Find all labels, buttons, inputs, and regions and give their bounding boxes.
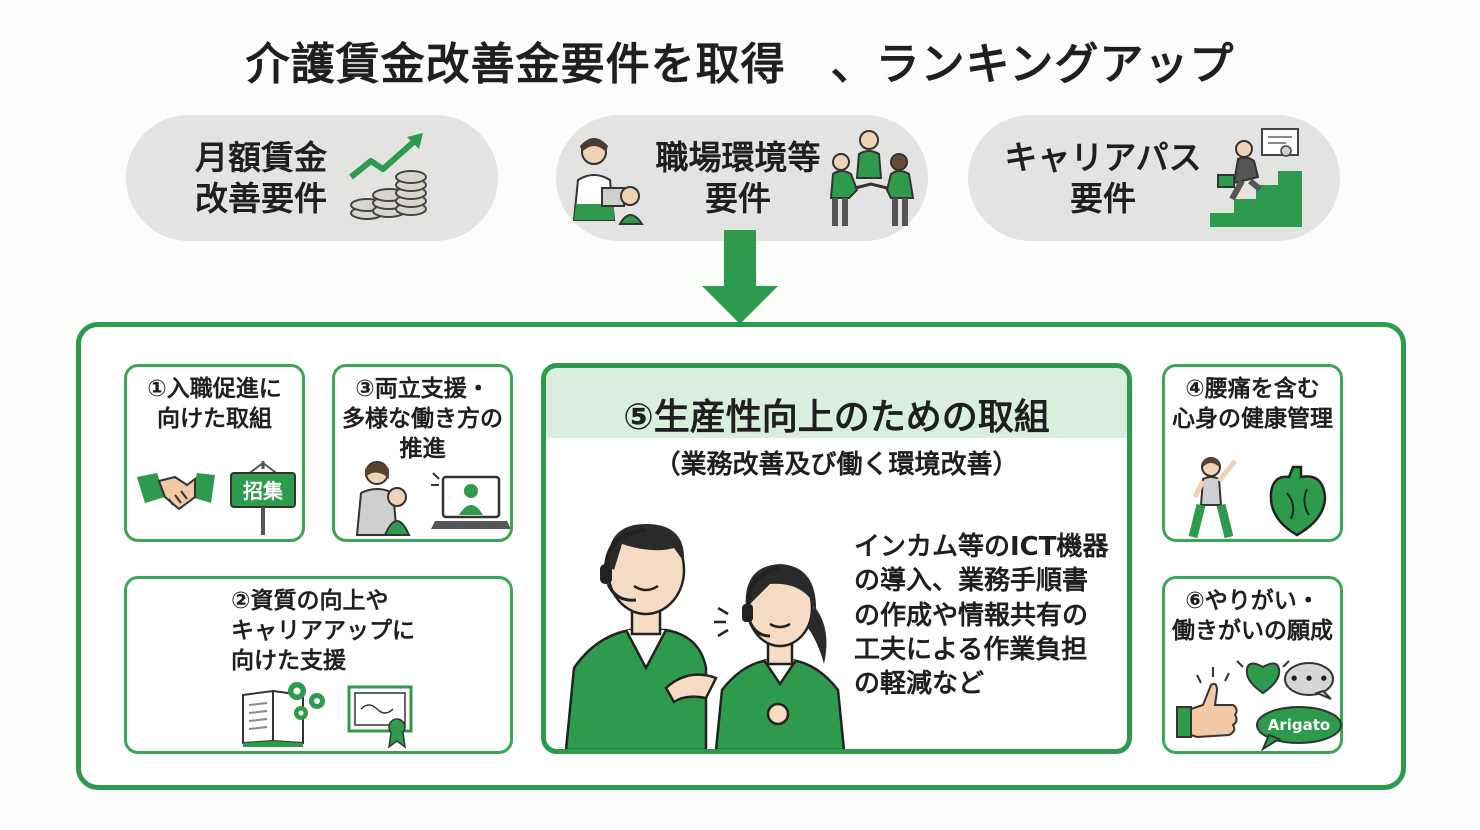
speech-bubble-icon: • • • xyxy=(1284,662,1334,700)
card-productivity-title: ⑤生産性向上のための取組 xyxy=(623,397,1050,438)
description-line: の軽減など xyxy=(854,669,985,700)
heart-organ-icon xyxy=(1269,465,1327,537)
recruit-sign-icon: 招集 xyxy=(230,461,296,535)
career-stairs-icon xyxy=(1209,128,1302,227)
card-health-management-title: ④腰痛を含む 心身の健康管理 xyxy=(1165,367,1340,435)
card-title-line: ③両立支援・ xyxy=(355,376,490,402)
card-title-line: ④腰痛を含む xyxy=(1185,376,1320,402)
card-title-line: ①入職促進に xyxy=(147,376,282,402)
requirement-pill-wage: 月額賃金 改善要件 xyxy=(126,115,498,241)
female-staff-icon xyxy=(714,564,846,749)
team-handshake-icon xyxy=(829,130,914,226)
coins-growth-icon xyxy=(349,133,427,220)
card-work-life-balance: ③両立支援・ 多様な働き方の 推進 xyxy=(332,364,513,542)
arigato-bubble-label: Arigato xyxy=(1268,716,1330,734)
requirement-line: 職場環境等 xyxy=(655,137,821,177)
description-line: 工夫による作業負担 xyxy=(854,634,1088,665)
description-line: の導入、業務手順書 xyxy=(854,566,1089,597)
handshake-sign-icon: 招集 xyxy=(137,461,296,535)
requirement-line: 改善要件 xyxy=(195,179,327,218)
card-job-satisfaction: ⑥やりがい・ 働きがいの願成 • • • Arigato xyxy=(1162,576,1343,754)
recruit-sign-label: 招集 xyxy=(243,479,284,503)
arigato-bubble-icon: Arigato xyxy=(1256,706,1342,751)
card-title-line: 向けた支援 xyxy=(231,647,346,674)
stretching-person-icon xyxy=(1188,457,1237,539)
requirement-pill-wage-label: 月額賃金 改善要件 xyxy=(195,137,327,220)
staff-headset-conversation-icon xyxy=(564,524,846,749)
speech-bubble-dots: • • • xyxy=(1289,670,1328,688)
book-gears-certificate-icon xyxy=(242,682,413,749)
certificate-icon xyxy=(347,685,413,749)
parent-child-icon xyxy=(355,461,411,536)
requirement-pill-career: キャリアパス 要件 xyxy=(968,115,1340,241)
parent-remote-work-icon xyxy=(355,461,511,536)
card-title-line: 多様な働き方の xyxy=(342,405,503,432)
card-title-line: 推進 xyxy=(399,435,446,462)
requirement-line: 要件 xyxy=(1070,179,1136,218)
card-productivity-subtitle: （業務改善及び働く環境改善） xyxy=(654,450,1019,480)
requirement-pill-workplace: 職場環境等 要件 xyxy=(556,115,928,241)
card-recruitment-title: ①入職促進に 向けた取組 xyxy=(127,367,302,435)
male-staff-icon xyxy=(564,524,718,749)
description-line: インカム等のICT機器 xyxy=(854,532,1109,562)
card-skill-development: ②資質の向上や キャリアアップに 向けた支援 xyxy=(124,576,513,754)
requirement-line: 月額賃金 xyxy=(195,137,327,177)
card-work-life-balance-title: ③両立支援・ 多様な働き方の 推進 xyxy=(335,367,510,465)
heart-icon xyxy=(1236,660,1290,695)
page-title: 介護賃金改善金要件を取得 、ランキングアップ xyxy=(245,39,1235,90)
card-productivity: ⑤生産性向上のための取組 （業務改善及び働く環境改善） xyxy=(541,363,1132,754)
caregiver-child-icon xyxy=(572,138,644,225)
card-skill-development-title: ②資質の向上や キャリアアップに 向けた支援 xyxy=(127,579,510,677)
card-recruitment: ①入職促進に 向けた取組 招集 xyxy=(124,364,305,542)
card-title-line: 働きがいの願成 xyxy=(1172,617,1333,644)
requirement-line: キャリアパス xyxy=(1004,137,1202,177)
laptop-video-icon xyxy=(431,472,511,529)
card-title-line: ⑥やりがい・ xyxy=(1185,588,1320,614)
card-title-line: ②資質の向上や xyxy=(231,588,389,614)
description-line: の作成や情報共有の xyxy=(854,600,1089,631)
down-arrow-icon xyxy=(702,230,778,324)
thumbs-up-icon xyxy=(1176,667,1238,739)
thumbs-heart-bubbles-icon: • • • Arigato xyxy=(1176,660,1342,751)
card-health-management: ④腰痛を含む 心身の健康管理 xyxy=(1162,364,1343,542)
card-title-line: 向けた取組 xyxy=(157,405,272,432)
requirement-line: 要件 xyxy=(705,179,771,218)
card-title-line: 心身の健康管理 xyxy=(1172,405,1333,432)
card-job-satisfaction-title: ⑥やりがい・ 働きがいの願成 xyxy=(1165,579,1340,647)
handshake-icon xyxy=(137,473,215,511)
requirement-pill-career-label: キャリアパス 要件 xyxy=(1004,137,1201,220)
card-productivity-header xyxy=(546,368,1127,438)
stretch-heart-icon xyxy=(1188,457,1327,539)
book-gears-icon xyxy=(242,682,325,747)
card-title-line: キャリアアップに xyxy=(231,617,415,644)
card-productivity-description: インカム等のICT機器 の導入、業務手順書 の作成や情報共有の 工夫による作業負… xyxy=(854,530,1127,702)
requirement-pill-workplace-label: 職場環境等 要件 xyxy=(656,137,821,220)
